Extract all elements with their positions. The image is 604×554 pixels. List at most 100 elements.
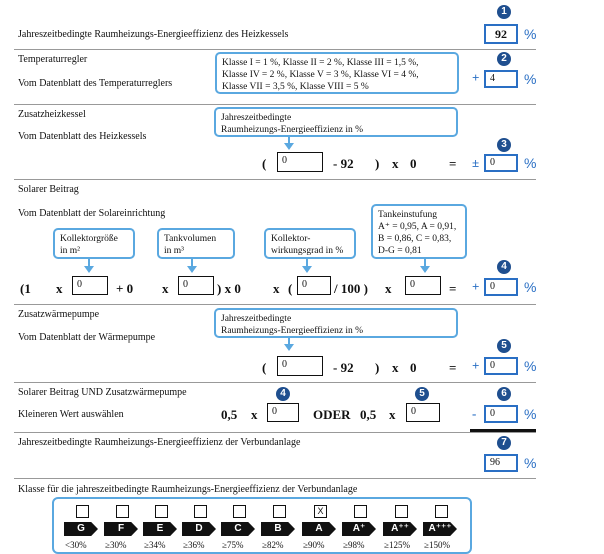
oder-label: ODER xyxy=(313,407,351,422)
class-checkbox[interactable] xyxy=(273,505,286,518)
callout-line: Kollektor- xyxy=(271,234,311,244)
tank-volume-callout: Tankvolumen in m³ xyxy=(157,228,235,259)
collector-efficiency-callout: Kollektor- wirkungsgrad in % xyxy=(264,228,356,259)
class-threshold: <30% xyxy=(65,540,87,550)
class-threshold: ≥30% xyxy=(105,540,127,550)
paren-open: ( xyxy=(262,360,267,375)
class-checkbox[interactable] xyxy=(435,505,448,518)
section-subtitle: Vom Datenblatt der Solareinrichtung xyxy=(18,208,166,219)
tank-volume-input[interactable]: 0 xyxy=(178,276,214,295)
class-checkbox[interactable]: X xyxy=(314,505,327,518)
percent-unit: % xyxy=(524,406,537,422)
zusatz-result-field[interactable]: 0 xyxy=(484,154,518,172)
callout-line: Kollektorgröße xyxy=(60,234,118,244)
plus-zero: + 0 xyxy=(116,281,134,296)
callout-arrow xyxy=(288,137,290,144)
heatpump-efficiency-input[interactable]: 0 xyxy=(277,356,323,376)
callout-arrow xyxy=(288,338,290,345)
combined-result-field[interactable]: 0 xyxy=(484,405,518,423)
class-label: F xyxy=(104,522,138,536)
divider xyxy=(14,49,536,50)
class-threshold: ≥36% xyxy=(183,540,205,550)
solar-result-field[interactable]: 0 xyxy=(484,278,518,296)
factor-half: 0,5 xyxy=(360,407,377,422)
section-title-waermepumpe: Zusatzwärmepumpe xyxy=(18,309,100,320)
collector-size-callout: Kollektorgröße in m² xyxy=(53,228,135,259)
divide-100: / 100 ) xyxy=(334,281,368,296)
class-checkbox[interactable] xyxy=(194,505,207,518)
callout-arrow xyxy=(424,259,426,267)
number-badge-7: 7 xyxy=(497,436,511,450)
formula-open: (1 xyxy=(20,281,31,296)
number-badge-1: 1 xyxy=(497,5,511,19)
class-label: A⁺⁺⁺ xyxy=(423,522,457,536)
percent-unit: % xyxy=(524,455,537,471)
callout-line: D-G = 0,81 xyxy=(378,246,422,256)
number-badge-4: 4 xyxy=(497,260,511,274)
arrow-head xyxy=(302,266,312,273)
formula-part: ) x 0 xyxy=(217,281,241,296)
paren-close: ) xyxy=(375,360,380,375)
number-badge-2: 2 xyxy=(497,52,511,66)
class-label: G xyxy=(64,522,98,536)
class-section-title: Klasse für die jahreszeitbedingte Raumhe… xyxy=(18,484,358,495)
arrow-head xyxy=(84,266,94,273)
energy-class-panel xyxy=(52,497,472,554)
callout-line: A⁺ = 0,95, A = 0,91, xyxy=(378,222,457,232)
times-sign: x xyxy=(392,156,399,171)
percent-unit: % xyxy=(524,71,537,87)
system-efficiency-label: Jahreszeitbedingte Raumheizungs-Energiee… xyxy=(18,437,301,448)
collector-efficiency-input[interactable]: 0 xyxy=(297,276,331,295)
class-checkbox[interactable] xyxy=(76,505,89,518)
heatpump-result-field[interactable]: 0 xyxy=(484,357,518,375)
class-checkbox[interactable] xyxy=(155,505,168,518)
times-sign: x xyxy=(56,281,63,296)
number-badge-5: 5 xyxy=(415,387,429,401)
paren-open: ( xyxy=(288,281,293,296)
solar-value-input[interactable]: 0 xyxy=(267,403,299,422)
callout-line: wirkungsgrad in % xyxy=(271,246,344,256)
paren-open: ( xyxy=(262,156,267,171)
divider xyxy=(14,304,536,305)
class-label: A⁺⁺ xyxy=(383,522,417,536)
zusatz-efficiency-input[interactable]: 0 xyxy=(277,152,323,172)
section-subtitle: Vom Datenblatt des Temperaturreglers xyxy=(18,78,173,89)
factor-half: 0,5 xyxy=(221,407,238,422)
callout-arrow xyxy=(191,259,193,267)
callout-line: Tankvolumen xyxy=(164,234,217,244)
percent-unit: % xyxy=(524,155,537,171)
collector-size-input[interactable]: 0 xyxy=(72,276,108,295)
percent-unit: % xyxy=(524,279,537,295)
boiler-efficiency-field[interactable]: 92 xyxy=(484,24,518,44)
minus-92: - 92 xyxy=(333,360,354,375)
class-threshold: ≥125% xyxy=(384,540,410,550)
divider xyxy=(14,382,536,383)
class-checkbox[interactable] xyxy=(354,505,367,518)
class-checkbox[interactable] xyxy=(395,505,408,518)
heatpump-value-input[interactable]: 0 xyxy=(406,403,440,422)
times-sign: x xyxy=(162,281,169,296)
class-checkbox[interactable] xyxy=(116,505,129,518)
tank-rating-input[interactable]: 0 xyxy=(405,276,441,295)
callout-line: in m² xyxy=(60,246,81,256)
divider xyxy=(14,478,536,479)
efficiency-callout: Jahreszeitbedingte Raumheizungs-Energiee… xyxy=(214,308,458,338)
callout-line: B = 0,86, C = 0,83, xyxy=(378,234,452,244)
class-label: B xyxy=(261,522,295,536)
section-subtitle: Kleineren Wert auswählen xyxy=(18,409,124,420)
equals-sign: = xyxy=(449,281,457,296)
percent-unit: % xyxy=(524,26,537,42)
system-efficiency-field[interactable]: 96 xyxy=(484,454,518,472)
paren-close: ) xyxy=(375,156,380,171)
tank-rating-callout: Tankeinstufung A⁺ = 0,95, A = 0,91, B = … xyxy=(371,204,467,259)
class-threshold: ≥90% xyxy=(303,540,325,550)
class-label: A xyxy=(302,522,336,536)
class-checkbox[interactable] xyxy=(233,505,246,518)
boiler-efficiency-label: Jahreszeitbedingte Raumheizungs-Energiee… xyxy=(18,29,289,40)
callout-line: Jahreszeitbedingte xyxy=(221,113,292,123)
class-label: C xyxy=(221,522,255,536)
temperature-controller-field[interactable]: 4 xyxy=(484,70,518,88)
factor-value: 0 xyxy=(410,156,417,171)
times-sign: x xyxy=(389,407,396,422)
minus-operator: - xyxy=(472,406,477,421)
